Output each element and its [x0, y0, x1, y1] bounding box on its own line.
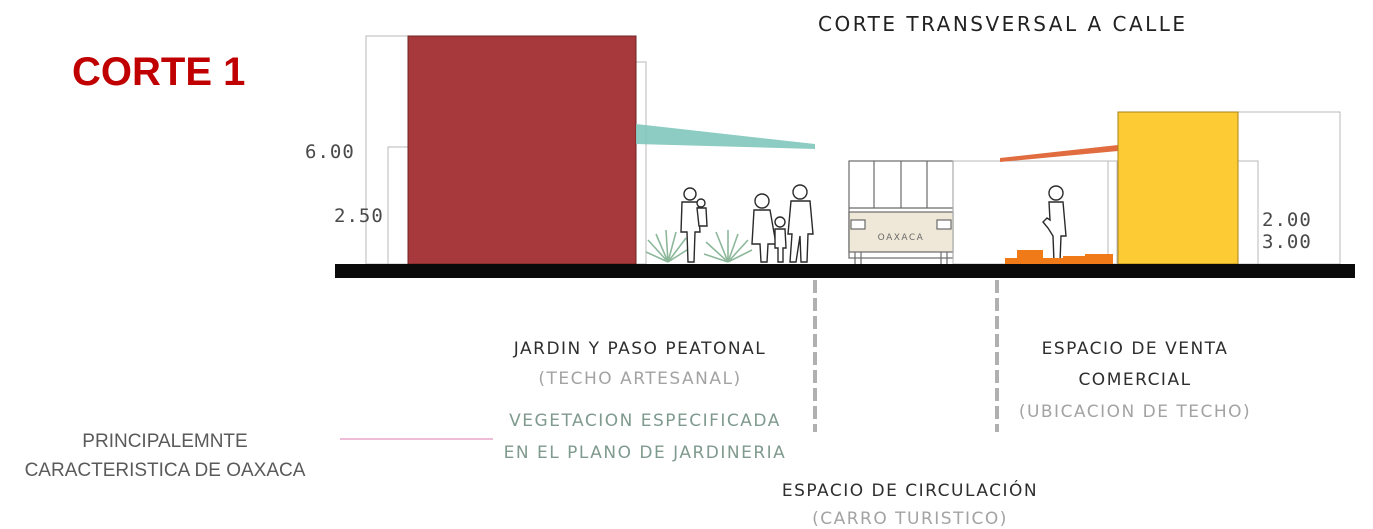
dimension-right: 2.00 3.00	[1262, 209, 1312, 253]
side-note-line2: CARACTERISTICA DE OAXACA	[24, 460, 306, 481]
garden-zone-subtitle: (TECHO ARTESANAL)	[538, 369, 742, 389]
sales-zone-title-line2: COMERCIAL	[1078, 370, 1192, 390]
corte-label: CORTE 1	[72, 50, 246, 94]
sales-zone-title-line1: ESPACIO DE VENTA	[1041, 339, 1229, 359]
section-title: CORTE TRANSVERSAL A CALLE	[818, 12, 1188, 36]
dimension-left-lower: 2.50	[334, 205, 384, 227]
left-canopy	[636, 124, 815, 149]
garden-zone-title: JARDIN Y PASO PEATONAL	[513, 339, 767, 359]
circulation-zone-subtitle: (CARRO TURISTICO)	[812, 509, 1008, 529]
left-building	[407, 35, 637, 265]
pedestrians	[680, 184, 814, 263]
right-building	[1117, 111, 1239, 265]
sales-zone-subtitle: (UBICACION DE TECHO)	[1018, 402, 1252, 422]
garden-note-line2: EN EL PLANO DE JARDINERIA	[503, 443, 787, 463]
dimension-left-upper: 6.00	[305, 141, 355, 163]
tourist-bus	[848, 160, 954, 264]
right-canopy	[1000, 145, 1118, 162]
garden-plants	[645, 229, 753, 263]
bus-sign: OAXACA	[878, 233, 925, 243]
garden-note-line1: VEGETACION ESPECIFICADA	[509, 411, 781, 431]
vendor-figure	[1042, 185, 1067, 263]
ground-line	[335, 264, 1355, 278]
side-note-line1: PRINCIPALEMNTE	[82, 431, 248, 452]
merchandise-boxes	[1005, 250, 1113, 264]
circulation-zone-title: ESPACIO DE CIRCULACIÓN	[781, 481, 1039, 501]
